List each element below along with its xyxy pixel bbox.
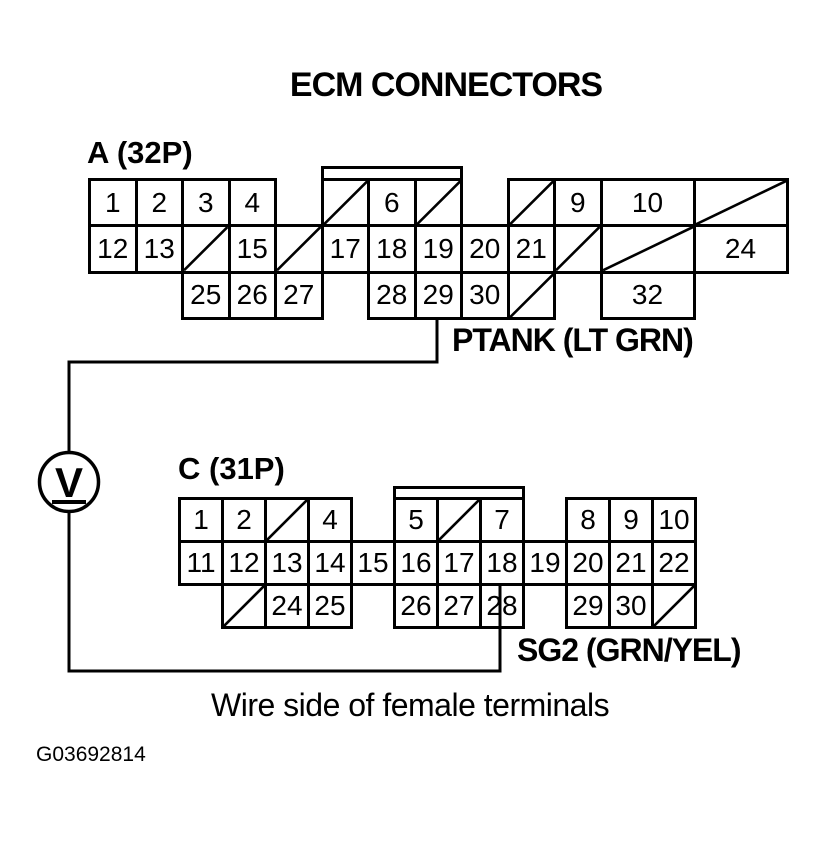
diagonal-slash-icon bbox=[439, 500, 479, 540]
connector-c-cell-12: 12 bbox=[221, 540, 267, 586]
page-title: ECM CONNECTORS bbox=[289, 66, 603, 104]
connector-c-cell-19: 19 bbox=[522, 540, 568, 586]
connector-a-cell-19: 19 bbox=[413, 224, 463, 274]
connector-c-cell-29: 29 bbox=[565, 583, 611, 629]
connector-c-cell-16: 16 bbox=[393, 540, 439, 586]
connector-c-cell-15: 15 bbox=[350, 540, 396, 586]
connector-a-cell-32: 32 bbox=[599, 270, 696, 320]
connector-c-cell-24: 24 bbox=[264, 583, 310, 629]
diagonal-slash-icon bbox=[417, 181, 461, 224]
connector-c-cell-empty bbox=[264, 497, 310, 543]
connector-c-cell-22: 22 bbox=[651, 540, 697, 586]
connector-c-cell-20: 20 bbox=[565, 540, 611, 586]
diagonal-slash-icon bbox=[603, 227, 693, 270]
connector-a-cell-10: 10 bbox=[599, 178, 696, 228]
connector-c-cell-empty bbox=[651, 583, 697, 629]
connector-a-cell-6: 6 bbox=[367, 178, 417, 228]
connector-c-cell-11: 11 bbox=[178, 540, 224, 586]
connector-a-cell-empty bbox=[506, 178, 556, 228]
connector-a-cell-25: 25 bbox=[181, 270, 231, 320]
connector-a-cell-12: 12 bbox=[88, 224, 138, 274]
connector-a-cell-30: 30 bbox=[460, 270, 510, 320]
wire-label-sg2: SG2 (GRN/YEL) bbox=[517, 632, 741, 668]
connector-a-cell-empty bbox=[553, 224, 603, 274]
connector-c-cell-5: 5 bbox=[393, 497, 439, 543]
connector-c-cell-27: 27 bbox=[436, 583, 482, 629]
connector-c-cell-8: 8 bbox=[565, 497, 611, 543]
voltmeter-symbol: V bbox=[55, 459, 83, 506]
connector-a-cell-empty bbox=[599, 224, 696, 274]
connector-c-cell-9: 9 bbox=[608, 497, 654, 543]
connector-c-label: C (31P) bbox=[178, 451, 285, 486]
connector-a-cell-4: 4 bbox=[227, 178, 277, 228]
connector-a-cell-21: 21 bbox=[506, 224, 556, 274]
connector-a-cell-29: 29 bbox=[413, 270, 463, 320]
connector-c-cell-1: 1 bbox=[178, 497, 224, 543]
figure-id: G03692814 bbox=[36, 743, 146, 766]
connector-a-cell-empty bbox=[506, 270, 556, 320]
connector-c-cell-empty bbox=[436, 497, 482, 543]
connector-a-cell-15: 15 bbox=[227, 224, 277, 274]
connector-c-cell-4: 4 bbox=[307, 497, 353, 543]
connector-a-label: A (32P) bbox=[87, 135, 193, 170]
diagonal-slash-icon bbox=[184, 227, 228, 270]
connector-a-cell-2: 2 bbox=[134, 178, 184, 228]
voltmeter-icon bbox=[37, 450, 101, 514]
connector-c-cell-21: 21 bbox=[608, 540, 654, 586]
connector-c-cell-7: 7 bbox=[479, 497, 525, 543]
connector-a-cell-empty bbox=[181, 224, 231, 274]
diagonal-slash-icon bbox=[510, 181, 554, 224]
wire-label-ptank: PTANK (LT GRN) bbox=[452, 322, 694, 358]
connector-a-cell-18: 18 bbox=[367, 224, 417, 274]
connector-c-cell-2: 2 bbox=[221, 497, 267, 543]
connector-c-cell-17: 17 bbox=[436, 540, 482, 586]
connector-a-cell-empty bbox=[692, 178, 789, 228]
diagonal-slash-icon bbox=[224, 586, 264, 626]
connector-c-cell-28: 28 bbox=[479, 583, 525, 629]
connector-a-cell-13: 13 bbox=[134, 224, 184, 274]
connector-a-cell-9: 9 bbox=[553, 178, 603, 228]
connector-c-cell-10: 10 bbox=[651, 497, 697, 543]
connector-a-cell-empty bbox=[274, 224, 324, 274]
connector-c-cell-25: 25 bbox=[307, 583, 353, 629]
diagonal-slash-icon bbox=[556, 227, 600, 270]
connector-c-cell-empty bbox=[221, 583, 267, 629]
diagonal-slash-icon bbox=[510, 274, 554, 317]
diagonal-slash-icon bbox=[654, 586, 694, 626]
connector-c-cell-30: 30 bbox=[608, 583, 654, 629]
diagonal-slash-icon bbox=[277, 227, 321, 270]
connector-a-cell-1: 1 bbox=[88, 178, 138, 228]
connector-c-cell-26: 26 bbox=[393, 583, 439, 629]
connector-a-cell-27: 27 bbox=[274, 270, 324, 320]
diagonal-slash-icon bbox=[324, 181, 368, 224]
connector-a-keyway-bar bbox=[320, 166, 463, 178]
connector-a-cell-20: 20 bbox=[460, 224, 510, 274]
diagonal-slash-icon bbox=[696, 181, 786, 224]
connector-c-cell-18: 18 bbox=[479, 540, 525, 586]
connector-c-cell-13: 13 bbox=[264, 540, 310, 586]
connector-c-keyway-bar bbox=[393, 486, 525, 497]
diagonal-slash-icon bbox=[267, 500, 307, 540]
connector-a-cell-24: 24 bbox=[692, 224, 789, 274]
connector-c-cell-14: 14 bbox=[307, 540, 353, 586]
connector-a-cell-empty bbox=[320, 178, 370, 228]
wire-ptank bbox=[67, 318, 439, 453]
connector-a-cell-17: 17 bbox=[320, 224, 370, 274]
connector-a-cell-28: 28 bbox=[367, 270, 417, 320]
connector-a-cell-empty bbox=[413, 178, 463, 228]
caption: Wire side of female terminals bbox=[211, 687, 610, 723]
connector-a-cell-3: 3 bbox=[181, 178, 231, 228]
connector-a-cell-26: 26 bbox=[227, 270, 277, 320]
